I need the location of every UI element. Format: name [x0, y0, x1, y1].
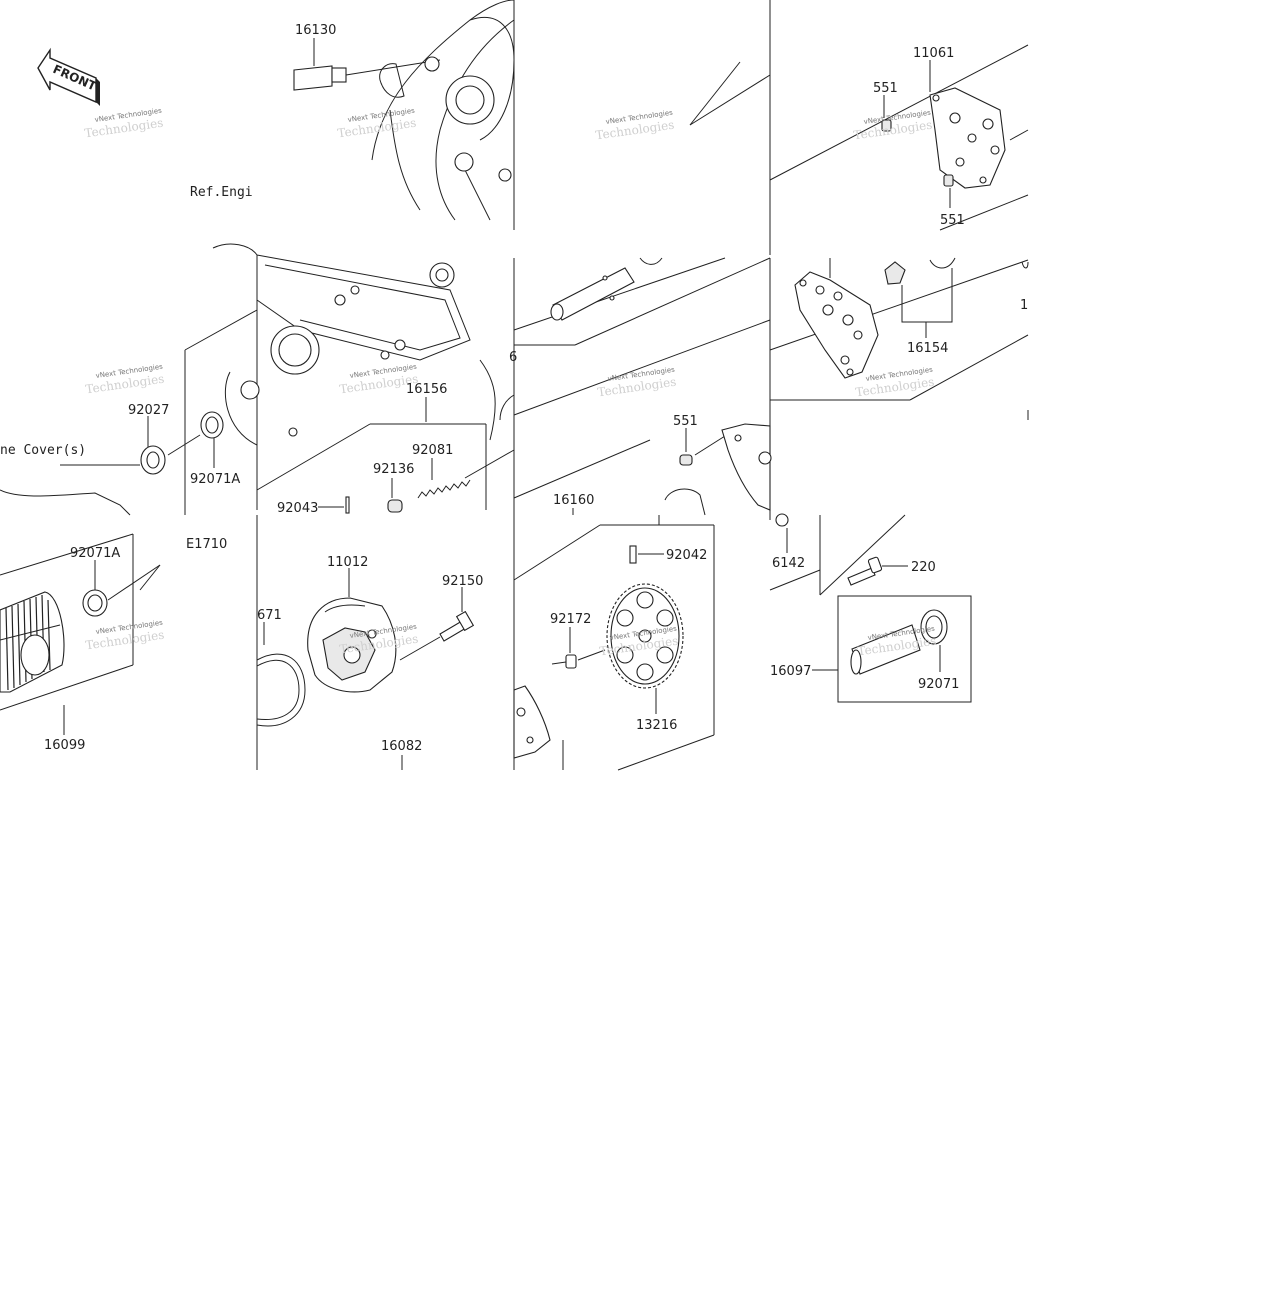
part-label: 92042: [666, 548, 707, 563]
part-label: 16097: [770, 664, 811, 679]
part-label: 13216: [636, 718, 677, 733]
part-16130-nipple: [293, 38, 441, 91]
part-671-o-ring: [256, 622, 306, 727]
part-92081-spring: [417, 449, 515, 499]
part-label: 92136: [373, 462, 414, 477]
part-92136-pin: [387, 478, 403, 513]
part-label: 92071A: [190, 472, 240, 487]
engine-cover-gasket: [212, 243, 515, 446]
part-92150-bolt: [399, 587, 475, 661]
part-label: 6: [509, 350, 517, 365]
part-label: 92071: [918, 677, 959, 692]
part-label: 16160: [553, 493, 594, 508]
part-16154-rotor: [884, 257, 1029, 338]
part-labels: 16130 11061 551 551 16154 16156 92027 92…: [44, 23, 1028, 754]
part-label: 551: [873, 81, 898, 96]
part-label: 16156: [406, 382, 447, 397]
ref-cover-text: ne Cover(s): [0, 443, 86, 458]
part-92071A-seal-lower: [82, 560, 161, 617]
part-label: 16082: [381, 739, 422, 754]
part-16099-oil-filter: [0, 591, 65, 735]
part-label: 16099: [44, 738, 85, 753]
part-label: 11061: [913, 46, 954, 61]
part-11061-plate: [881, 60, 1006, 208]
part-92043-pin: [318, 496, 350, 514]
part-label: 551: [940, 213, 965, 228]
part-92071A-seal-upper: [200, 411, 224, 468]
code-label: E1710: [186, 537, 227, 552]
part-label: 220: [911, 560, 936, 575]
part-label: 92043: [277, 501, 318, 516]
pump-shaft: [550, 257, 663, 321]
frame-lines: [0, 44, 1029, 771]
part-label: 11012: [327, 555, 368, 570]
part-92042-pin: [629, 545, 664, 564]
part-label: 671: [257, 608, 282, 623]
pump-housing: [664, 423, 789, 527]
front-arrow: FRONT: [37, 47, 100, 106]
part-label: 16154: [907, 341, 948, 356]
part-92071-seal: [920, 609, 948, 672]
ref-engine-text: Ref.Engi: [190, 185, 253, 200]
part-13216-gear: [606, 583, 684, 714]
tile-borders: [256, 0, 771, 770]
part-92172-bolt: [551, 627, 606, 669]
pump-cover-lower: [513, 685, 551, 759]
part-16154-plate: [794, 258, 879, 379]
part-label: 551: [673, 414, 698, 429]
part-label: 1: [1020, 298, 1028, 313]
part-label: 92081: [412, 443, 453, 458]
part-label: 16130: [295, 23, 336, 38]
part-label: 92172: [550, 612, 591, 627]
engine-cover-edge: [0, 464, 140, 516]
part-92027-seal: [140, 416, 201, 475]
part-label: 92150: [442, 574, 483, 589]
engine-cover-upper: [371, 0, 515, 221]
part-551-dowel: [679, 428, 726, 466]
part-11012-pump-body: [307, 568, 397, 693]
leader-lines: [401, 397, 788, 770]
part-220-bolt: [847, 556, 908, 586]
part-16097-pipe: [812, 595, 972, 703]
part-label: 92027: [128, 403, 169, 418]
part-label: 6142: [772, 556, 805, 571]
part-label: 92071A: [70, 546, 120, 561]
